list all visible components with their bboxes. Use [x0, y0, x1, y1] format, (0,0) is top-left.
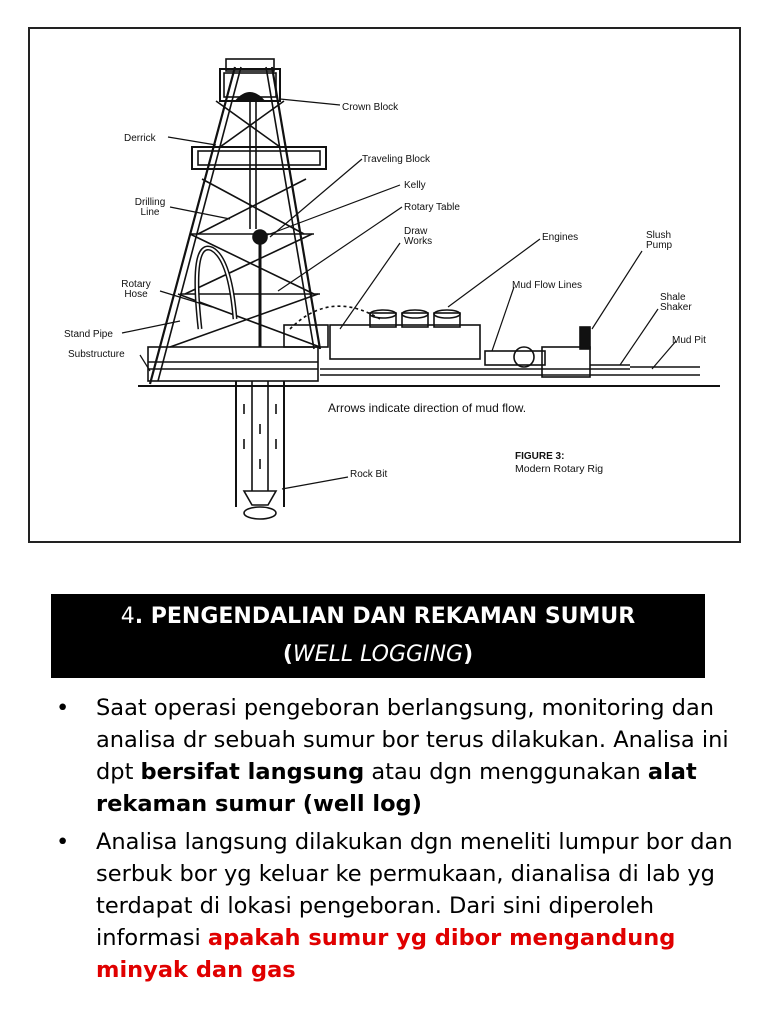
label-shaker: Shaker	[660, 302, 692, 313]
label-hose: Hose	[116, 289, 156, 300]
label-line: Line	[130, 207, 170, 218]
heading-line-2: (WELL LOGGING)	[51, 636, 705, 674]
label-traveling-block: Traveling Block	[362, 154, 430, 165]
bullet-marker: •	[56, 826, 69, 858]
heading-number: 4	[121, 604, 135, 629]
heading-paren-close: )	[463, 642, 473, 667]
label-kelly: Kelly	[404, 180, 426, 191]
figure-subtitle: Modern Rotary Rig	[515, 463, 603, 475]
bullet-list: • Saat operasi pengeboran berlangsung, m…	[56, 692, 746, 992]
rotary-rig-figure: Crown Block Derrick Traveling Block Kell…	[28, 27, 741, 543]
bullet-item: • Saat operasi pengeboran berlangsung, m…	[56, 692, 746, 820]
bullet-1-bold-1: bersifat langsung	[141, 759, 365, 785]
heading-italic: WELL LOGGING	[293, 642, 463, 667]
figure-title: FIGURE 3:	[515, 451, 564, 462]
label-rock-bit: Rock Bit	[350, 469, 387, 480]
mud-flow-note: Arrows indicate direction of mud flow.	[328, 401, 526, 415]
label-stand-pipe: Stand Pipe	[64, 329, 113, 340]
heading-line-1: 4. PENGENDALIAN DAN REKAMAN SUMUR	[51, 598, 705, 636]
label-rotary-table: Rotary Table	[404, 202, 460, 213]
label-derrick: Derrick	[124, 133, 156, 144]
heading-title: . PENGENDALIAN DAN REKAMAN SUMUR	[135, 604, 635, 629]
label-engines: Engines	[542, 232, 578, 243]
bullet-item: • Analisa langsung dilakukan dgn menelit…	[56, 826, 746, 986]
label-mud-flow-lines: Mud Flow Lines	[512, 280, 582, 291]
derrick	[150, 59, 326, 384]
label-substructure: Substructure	[68, 349, 125, 360]
borehole	[236, 381, 284, 519]
label-works: Works	[404, 236, 432, 247]
label-mud-pit: Mud Pit	[672, 335, 706, 346]
label-crown-block: Crown Block	[342, 102, 398, 113]
heading-paren-open: (	[283, 642, 293, 667]
substructure	[148, 347, 318, 381]
section-heading: 4. PENGENDALIAN DAN REKAMAN SUMUR (WELL …	[51, 594, 705, 678]
drilling-line-kelly	[197, 99, 267, 347]
bullet-1-text-2: atau dgn menggunakan	[364, 759, 648, 785]
bullet-marker: •	[56, 692, 69, 724]
label-pump: Pump	[646, 240, 672, 251]
mud-flow-equipment	[320, 327, 700, 377]
